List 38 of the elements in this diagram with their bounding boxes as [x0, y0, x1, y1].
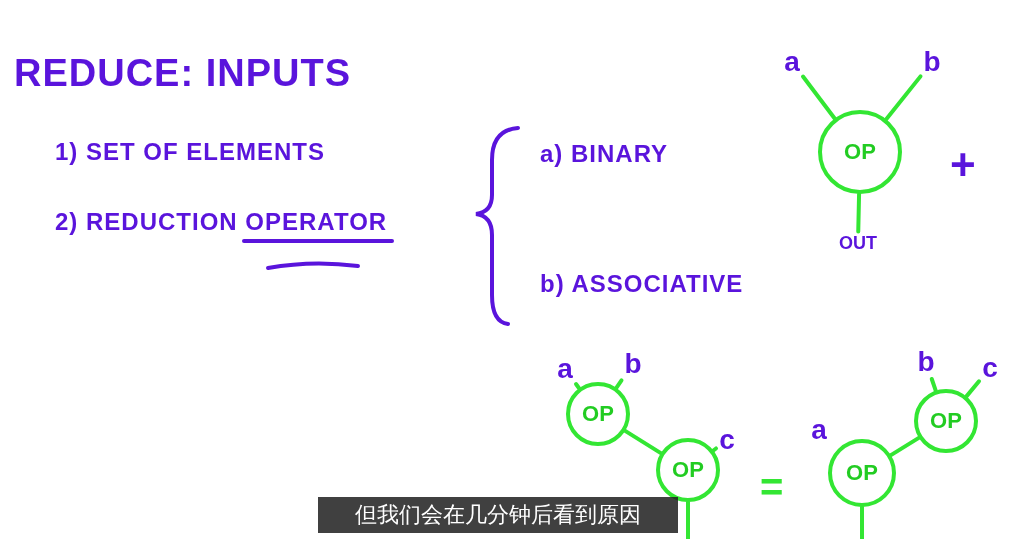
op-label: OP	[846, 460, 878, 486]
variable-label: a	[811, 414, 827, 446]
list-item: a) BINARY	[540, 140, 669, 168]
op-label: OP	[672, 457, 704, 483]
connector-line	[614, 378, 624, 390]
plus-sign: +	[950, 140, 977, 190]
op-circle	[828, 439, 896, 507]
list-item: b) ASSOCIATIVE	[540, 270, 744, 298]
op-circle	[914, 389, 978, 453]
connector-line	[623, 428, 663, 456]
op-circle	[818, 110, 902, 194]
connector-line	[574, 382, 582, 391]
variable-label: b	[923, 46, 941, 78]
connector-line	[929, 377, 938, 393]
op-label: OP	[930, 408, 962, 434]
list-item: 1) SET OF ELEMENTS	[55, 138, 326, 166]
connector-line	[686, 500, 690, 539]
op-circle	[566, 382, 630, 446]
op-label: OP	[582, 401, 614, 427]
connector-line	[888, 435, 921, 458]
list-item: 2) REDUCTION OPERATOR	[55, 208, 388, 236]
subtitle: 但我们会在几分钟后看到原因	[318, 497, 678, 533]
equals-sign: =	[760, 465, 785, 510]
variable-label: OUT	[839, 232, 877, 254]
variable-label: b	[917, 346, 935, 378]
variable-label: c	[719, 424, 735, 456]
variable-label: c	[982, 352, 998, 384]
variable-label: a	[784, 46, 800, 78]
connector-line	[856, 192, 862, 234]
connector-line	[964, 379, 981, 399]
connector-line	[884, 74, 923, 122]
op-label: OP	[844, 139, 876, 165]
connector-line	[801, 74, 837, 121]
variable-label: b	[624, 348, 642, 380]
connector-line	[711, 446, 718, 453]
variable-label: a	[557, 353, 573, 385]
connector-line	[860, 505, 864, 539]
title: REDUCE: INPUTS	[14, 52, 352, 95]
